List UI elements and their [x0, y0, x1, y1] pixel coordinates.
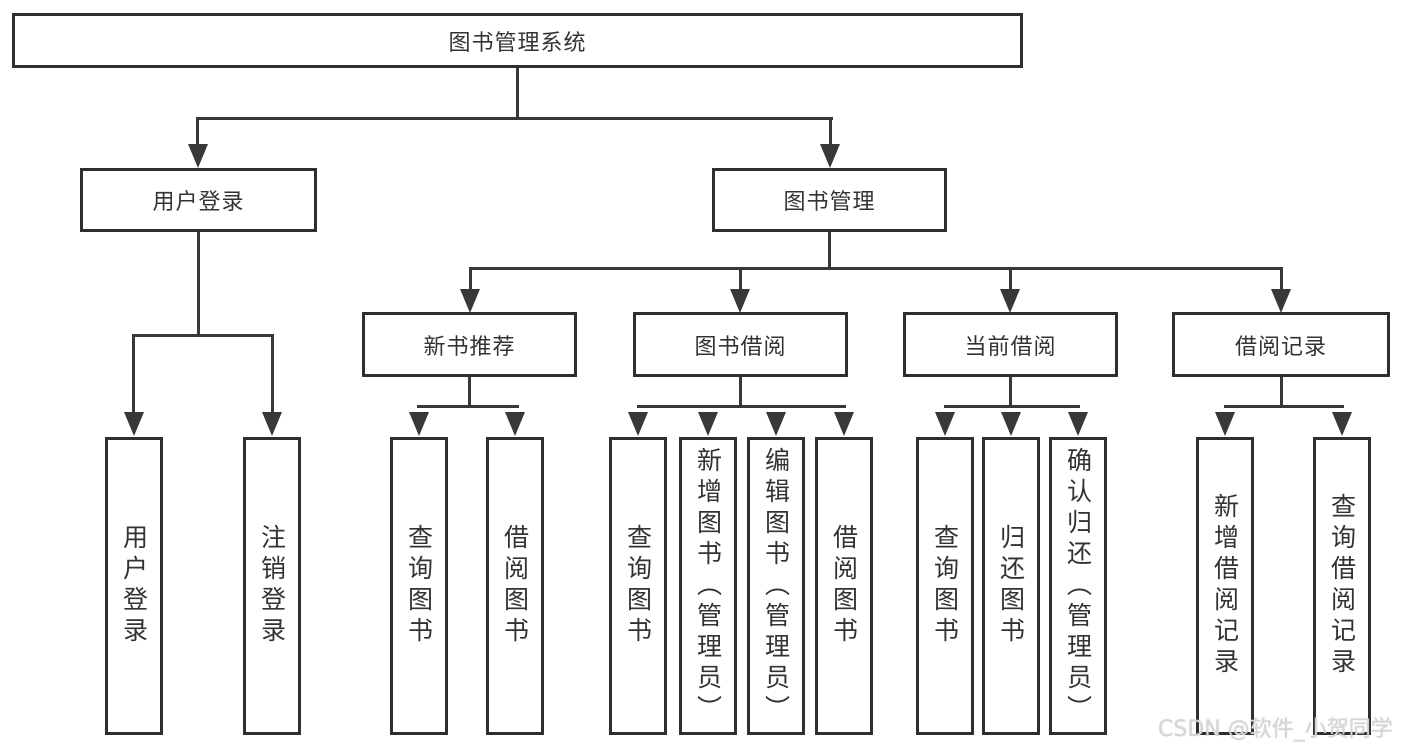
connector-line — [469, 267, 1283, 270]
node-label: 借阅图书 — [829, 524, 859, 648]
node-user-login: 用户登录 — [80, 168, 317, 232]
connector-line — [739, 267, 742, 293]
arrowhead-icon — [1271, 289, 1291, 313]
connector-line — [132, 334, 135, 414]
node-label: 借阅记录 — [1234, 334, 1327, 360]
node-book-management: 图书管理 — [712, 168, 947, 232]
leaf-add-borrow-record: 新增借阅记录 — [1196, 437, 1254, 735]
leaf-borrow-books: 借阅图书 — [815, 437, 873, 735]
leaf-query-books-current: 查询图书 — [916, 437, 974, 735]
node-label: 图书管理系统 — [448, 30, 587, 56]
node-label: 归还图书 — [996, 524, 1026, 648]
arrowhead-icon — [1001, 412, 1021, 436]
connector-line — [197, 232, 200, 337]
node-borrowing-records: 借阅记录 — [1172, 312, 1390, 377]
connector-line — [469, 267, 472, 293]
arrowhead-icon — [935, 412, 955, 436]
leaf-edit-book-admin: 编辑图书（管理员） — [747, 437, 805, 735]
leaf-borrow-books-recommend: 借阅图书 — [486, 437, 544, 735]
arrowhead-icon — [1000, 289, 1020, 313]
arrowhead-icon — [1332, 412, 1352, 436]
node-label: 查询图书 — [623, 524, 653, 648]
node-current-borrowing: 当前借阅 — [903, 312, 1118, 377]
arrowhead-icon — [834, 412, 854, 436]
connector-line — [271, 334, 274, 414]
arrowhead-icon — [262, 412, 282, 436]
node-label: 新书推荐 — [423, 334, 516, 360]
leaf-confirm-return-admin: 确认归还（管理员） — [1049, 437, 1107, 735]
leaf-query-borrow-record: 查询借阅记录 — [1313, 437, 1371, 735]
connector-line — [468, 377, 471, 408]
connector-line — [417, 405, 519, 408]
arrowhead-icon — [409, 412, 429, 436]
arrowhead-icon — [766, 412, 786, 436]
arrowhead-icon — [820, 144, 840, 168]
connector-line — [1280, 267, 1283, 293]
arrowhead-icon — [505, 412, 525, 436]
arrowhead-icon — [188, 144, 208, 168]
node-label: 用户登录 — [119, 524, 149, 648]
node-label: 新增图书（管理员） — [693, 446, 723, 726]
connector-line — [1009, 267, 1012, 293]
node-label: 用户登录 — [152, 190, 245, 215]
node-label: 确认归还（管理员） — [1063, 446, 1093, 726]
leaf-add-book-admin: 新增图书（管理员） — [679, 437, 737, 735]
leaf-return-books: 归还图书 — [982, 437, 1040, 735]
csdn-watermark: CSDN @软件_小贺同学 — [1158, 717, 1393, 742]
connector-line — [739, 377, 742, 408]
arrowhead-icon — [124, 412, 144, 436]
connector-line — [1280, 377, 1283, 408]
leaf-logout: 注销登录 — [243, 437, 301, 735]
node-label: 查询借阅记录 — [1327, 493, 1357, 679]
node-root: 图书管理系统 — [12, 13, 1023, 68]
connector-line — [637, 405, 846, 408]
node-label: 注销登录 — [257, 524, 287, 648]
node-label: 查询图书 — [930, 524, 960, 648]
connector-line — [1224, 405, 1344, 408]
leaf-query-books-borrow: 查询图书 — [609, 437, 667, 735]
connector-line — [132, 334, 274, 337]
arrowhead-icon — [1068, 412, 1088, 436]
arrowhead-icon — [1215, 412, 1235, 436]
node-label: 借阅图书 — [500, 524, 530, 648]
leaf-user-login: 用户登录 — [105, 437, 163, 735]
node-label: 图书管理 — [783, 190, 876, 215]
node-label: 编辑图书（管理员） — [761, 446, 791, 726]
leaf-query-books-recommend: 查询图书 — [390, 437, 448, 735]
arrowhead-icon — [628, 412, 648, 436]
node-label: 新增借阅记录 — [1210, 493, 1240, 679]
connector-line — [196, 117, 833, 120]
arrowhead-icon — [698, 412, 718, 436]
arrowhead-icon — [460, 289, 480, 313]
node-label: 图书借阅 — [694, 334, 787, 360]
connector-line — [1009, 377, 1012, 408]
node-book-borrowing: 图书借阅 — [633, 312, 848, 377]
node-label: 查询图书 — [404, 524, 434, 648]
connector-line — [828, 232, 831, 270]
node-label: 当前借阅 — [964, 334, 1057, 360]
connector-line — [196, 117, 199, 149]
arrowhead-icon — [730, 289, 750, 313]
node-new-book-recommendation: 新书推荐 — [362, 312, 577, 377]
connector-line — [829, 117, 832, 149]
connector-line — [516, 68, 519, 120]
connector-line — [944, 405, 1080, 408]
